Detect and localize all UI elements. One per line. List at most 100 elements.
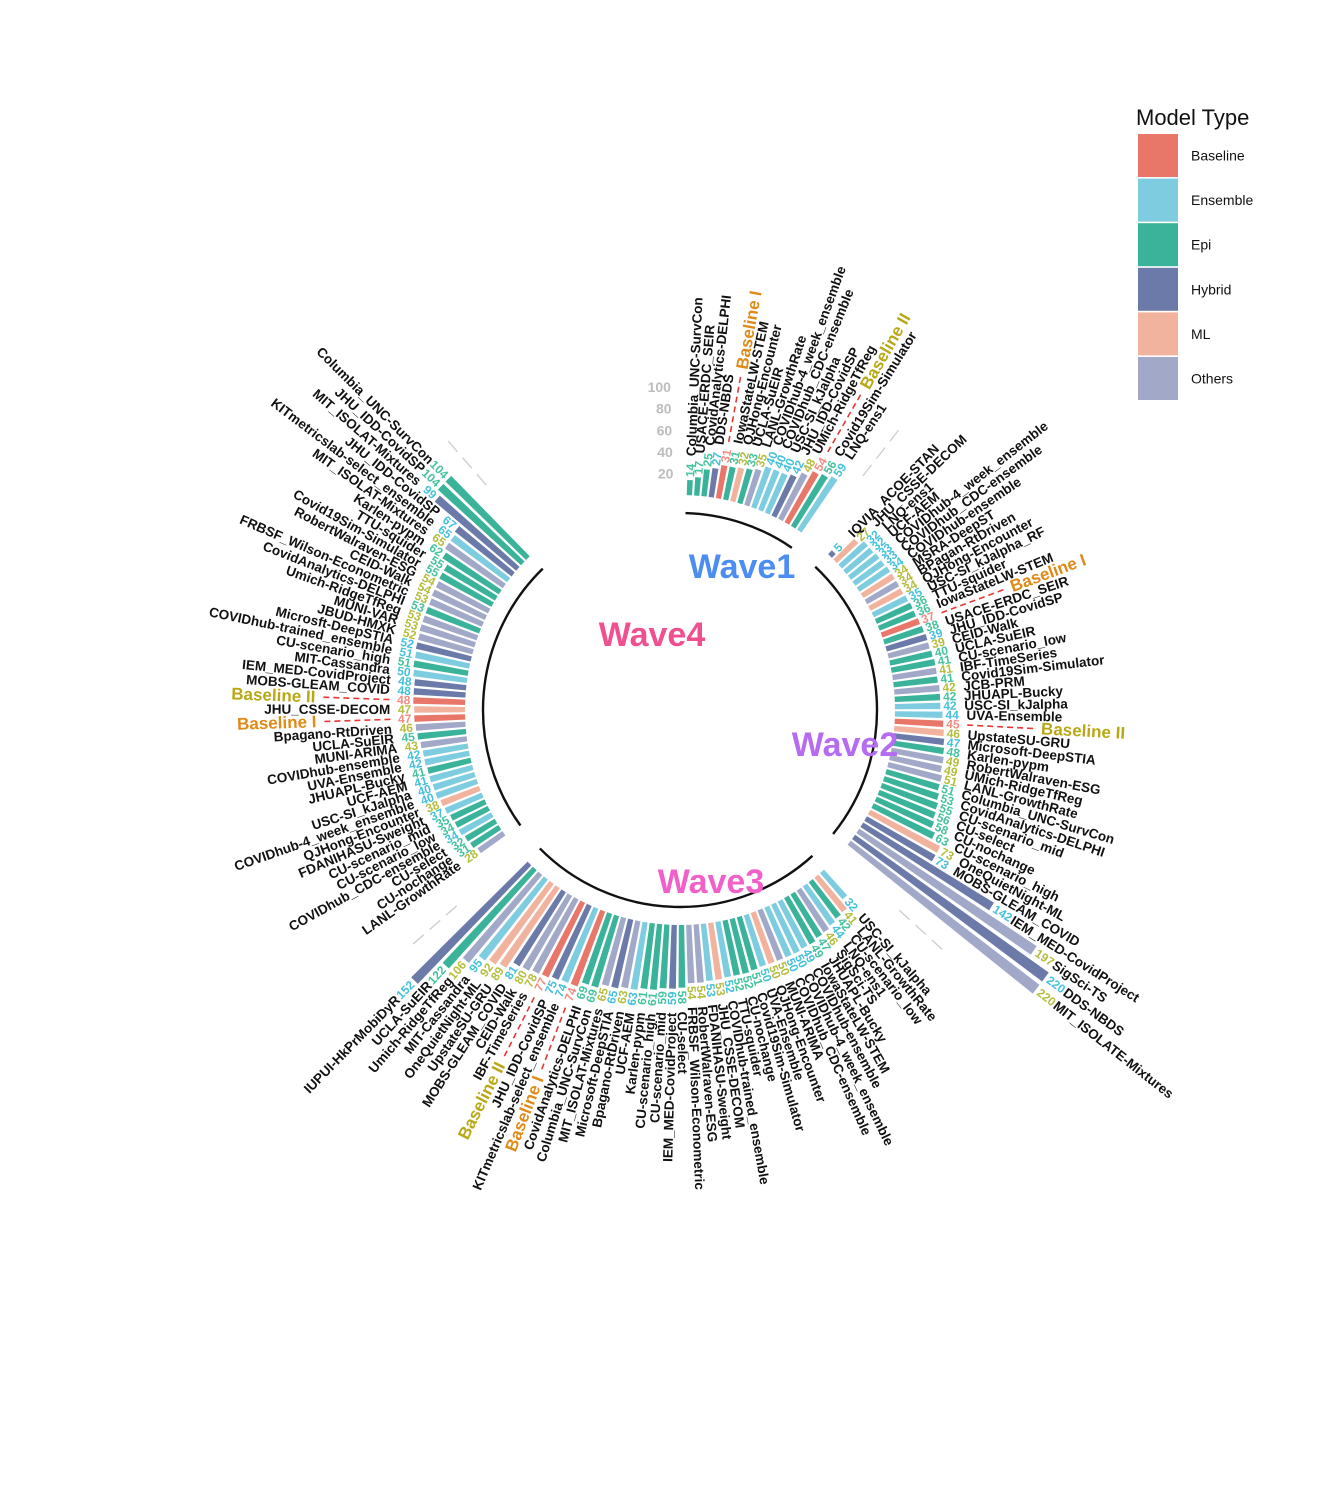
legend-swatch-hybrid (1138, 267, 1178, 311)
wave-label-wave1: Wave1 (689, 548, 795, 586)
bar-wave3-columbia-unc-survcon (591, 914, 620, 988)
radial-tick-label: 60 (657, 422, 673, 438)
bar-wave1-usace-erdc-seir (694, 477, 701, 496)
legend-label-others: Others (1191, 371, 1233, 387)
model-label: UVA-Ensemble (966, 708, 1063, 725)
bar-wave4-covidhub-4-week-ensemble (435, 778, 479, 799)
gap-tick-mark (931, 939, 943, 950)
bar-wave3-ucf-aem (630, 921, 648, 990)
baseline-label: Baseline I (237, 712, 317, 734)
model-label: JHU_CSSE-DECOM (264, 702, 390, 717)
bar-wave4-mobs-gleam-covid (413, 688, 466, 698)
radial-tick-label: 40 (657, 444, 673, 460)
bar-wave4-covidhub-trained-ensemble (414, 651, 471, 669)
bar-wave4-jhu-csse-decom (414, 706, 466, 713)
bar-wave4-ucf-aem (429, 764, 474, 783)
value-label: 41 (938, 661, 954, 677)
value-label: 52 (731, 977, 748, 993)
bar-wave2-msra-deepst (860, 573, 895, 598)
value-label: 48 (398, 674, 413, 689)
bar-wave3-sigsci-ts (796, 887, 829, 933)
value-label: 65 (594, 986, 611, 1003)
bar-wave4-robertwalraven-esg (435, 581, 491, 614)
wave-label-wave2: Wave2 (792, 726, 898, 764)
value-label: 69 (573, 984, 591, 1002)
bar-wave3-upstatesu-gru (499, 885, 560, 968)
value-label: 42 (943, 699, 957, 713)
bar-wave2-cu-scenario-low (890, 658, 936, 673)
bar-wave4-ttu-squider (443, 564, 498, 601)
value-label: 42 (943, 689, 957, 704)
bar-wave4-fdanihasu-sweight (444, 792, 484, 814)
value-label: 27 (709, 451, 725, 467)
bar-wave3-cu-scenario-mid (659, 924, 670, 989)
bar-wave4-jhuapl-bucky (427, 757, 472, 774)
model-label: Columbia_UNC-SurvCon (684, 297, 706, 457)
bar-wave3-cu-scenario-low (808, 879, 841, 919)
model-label: JHUAPL-Bucky (964, 683, 1064, 703)
value-label: 34 (897, 569, 916, 588)
bar-wave3-ttu-squider (722, 919, 741, 976)
gap-tick-mark (429, 919, 441, 931)
value-label: 59 (665, 991, 679, 1005)
value-label: 43 (404, 738, 419, 754)
bar-wave2-cu-scenario-mid (880, 782, 939, 810)
value-label: 44 (945, 708, 959, 722)
value-label: 73 (933, 854, 952, 873)
legend-title: Model Type (1136, 105, 1249, 130)
gap-tick-mark (898, 909, 911, 921)
bar-wave2-ibf-timeseries (892, 667, 937, 681)
bar-wave2-iowastatelw-stem (877, 610, 916, 631)
bar-wave2-ucf-aem (843, 547, 874, 575)
value-label: 40 (771, 453, 789, 471)
bar-wave3-ibf-timeseries (532, 897, 579, 974)
bar-wave3-covidhub-cdc-ensemble (764, 905, 792, 958)
bar-wave4-frbsf-wilson-econometric (429, 598, 484, 627)
bar-wave1-qjhong-encounter (730, 467, 745, 503)
baseline-dashed-line (322, 718, 391, 723)
bar-wave4-jbud-hmxk (418, 633, 474, 655)
bar-wave3-onequietnight-ml (489, 880, 554, 965)
wave-arc-wave3 (538, 847, 814, 909)
bar-wave2-ttu-squider (874, 602, 913, 624)
bar-wave2-upstatesu-gru (893, 725, 944, 737)
bar-wave1-umich-ridgetfreg (778, 472, 808, 522)
bar-wave4-cu-scenario-low (454, 805, 490, 828)
value-label: 53 (712, 981, 728, 997)
value-label: 37 (919, 609, 937, 627)
bar-wave1-lnq-ens1 (797, 476, 838, 533)
value-label: 63 (624, 991, 640, 1007)
bar-wave2-qjhong-encounter (868, 588, 904, 611)
legend-label-ensemble: Ensemble (1191, 192, 1253, 208)
value-label: 14 (683, 463, 698, 477)
bar-wave2-iem-med-covidproject (860, 822, 994, 911)
bar-wave4-mit-isolat-mixtures (444, 542, 506, 589)
bar-wave1-covid19sim-simulator (790, 473, 828, 529)
bar-wave3-jhuapl-bucky (790, 891, 823, 939)
bar-wave3-covidhub-trained-ensemble (715, 921, 732, 978)
value-label: 31 (718, 448, 734, 464)
bar-wave3-jhu-csse-decom (708, 922, 723, 980)
legend-swatch-ensemble (1138, 178, 1178, 222)
value-label: 34 (901, 577, 920, 596)
value-label: 40 (763, 449, 781, 467)
bar-wave2-iqvia-acoe-stan (828, 550, 836, 558)
value-label: 55 (937, 801, 955, 819)
bar-wave4-cu-scenario-high (413, 660, 469, 676)
value-label: 40 (780, 456, 798, 474)
bar-wave1-iowastatelw-stem (723, 466, 736, 501)
value-label: 53 (939, 791, 956, 809)
bar-wave2-usc-si-kjalpha (894, 702, 941, 710)
bar-wave2-microsoft-deepstia (893, 733, 945, 746)
value-label: 49 (808, 942, 827, 961)
value-label: 80 (511, 968, 530, 987)
value-label: 49 (800, 947, 819, 966)
value-label: 65 (604, 989, 621, 1006)
legend-label-hybrid: Hybrid (1191, 281, 1231, 297)
bar-wave2-covidhub-4-week-ensemble (847, 553, 880, 580)
bar-wave3-muni-arima (757, 908, 784, 961)
value-label: 39 (930, 634, 947, 651)
gap-tick-mark (447, 440, 458, 453)
value-label: 61 (645, 992, 660, 1007)
bars-group (411, 464, 1049, 994)
